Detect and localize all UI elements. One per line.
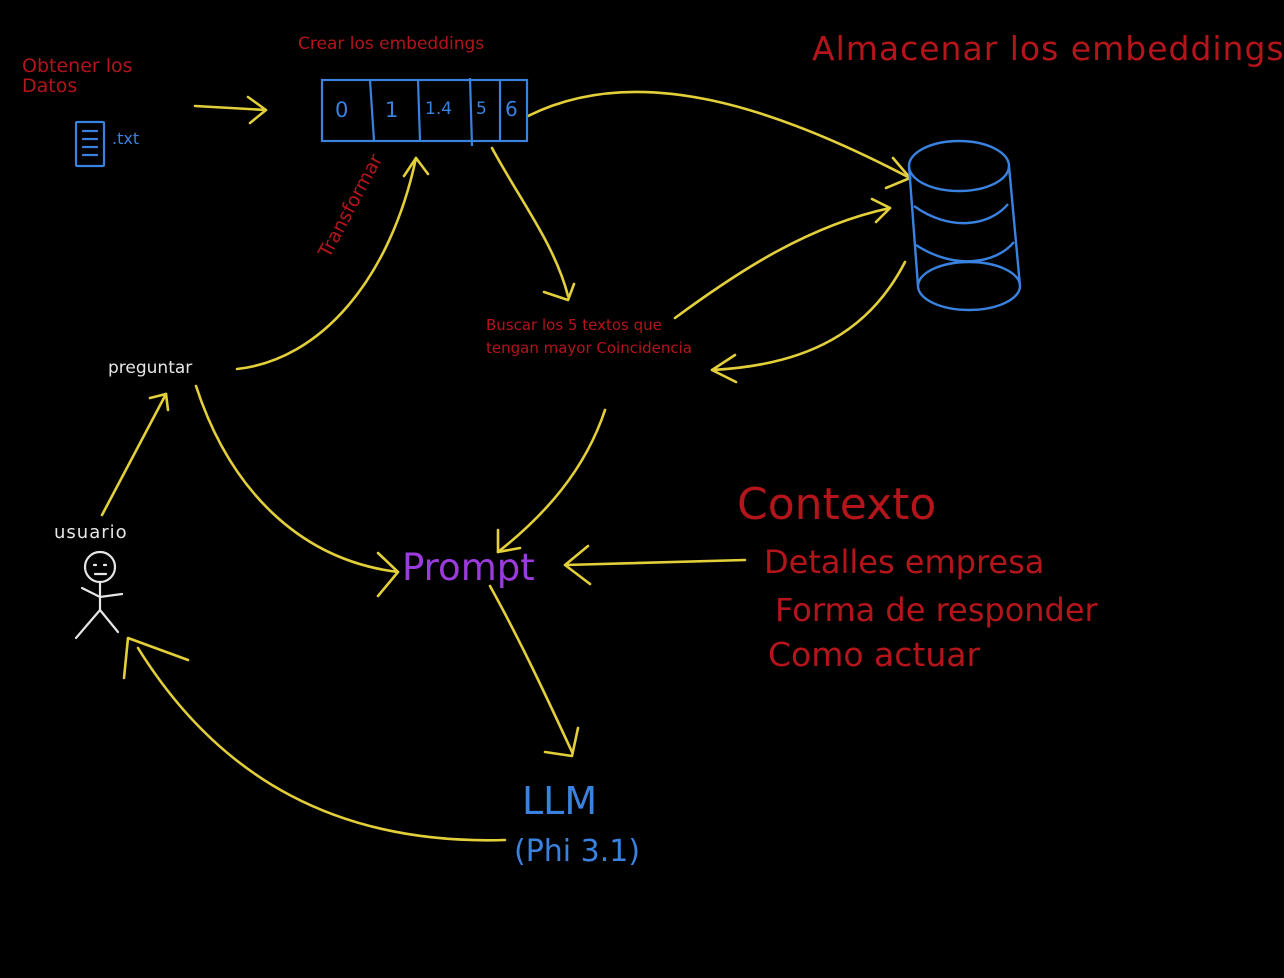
arrow-preguntar-to-prompt [194,384,400,574]
arrowhead-usuario-to-preguntar [148,392,170,412]
embedding-cell-3: 5 [476,99,487,119]
embedding-vector-box [320,77,529,147]
arrowhead-preguntar-to-embeddings [402,156,430,178]
arrowhead-datos-to-embeddings [246,95,268,125]
contexto-item-forma: Forma de responder [775,591,1098,629]
embedding-cell-4: 6 [505,97,518,121]
label-prompt: Prompt [402,546,535,589]
database-icon [907,139,1022,312]
arrow-contexto-to-prompt [563,558,747,567]
arrowhead-embeddings-to-buscar [542,282,576,302]
label-contexto: Contexto [737,479,937,530]
label-usuario: usuario [54,522,128,543]
label-crear-embeddings: Crear los embeddings [298,34,485,54]
label-llm: LLM [522,779,598,823]
arrow-embeddings-to-database [526,90,912,180]
arrow-database-to-buscar [710,260,907,372]
embedding-cell-0: 0 [335,98,349,122]
arrowhead-prompt-to-llm [543,726,580,758]
arrow-buscar-to-database [673,206,892,320]
embedding-cell-1: 1 [385,98,399,122]
arrow-preguntar-to-embeddings [235,156,418,371]
arrow-llm-to-usuario [136,646,507,842]
arrowhead-llm-to-usuario [122,636,190,680]
arrowhead-preguntar-to-prompt [376,551,400,598]
arrowhead-buscar-to-database [870,197,892,224]
label-txt-file: .txt [112,129,140,148]
arrow-datos-to-embeddings [193,104,268,112]
contexto-item-detalles: Detalles empresa [764,543,1045,581]
arrowhead-database-to-buscar [710,353,738,384]
label-llm-model: (Phi 3.1) [514,834,641,869]
stick-figure-icon [74,550,124,640]
label-almacenar-embeddings: Almacenar los embeddings [812,29,1284,68]
arrow-usuario-to-preguntar [100,392,168,517]
arrowhead-buscar-to-prompt [496,528,522,554]
arrow-buscar-to-prompt [496,408,607,554]
arrow-embeddings-to-buscar [490,146,570,298]
contexto-item-como: Como actuar [768,635,981,674]
label-preguntar: preguntar [108,358,193,378]
label-obtener-datos: Obtener los Datos [22,55,133,97]
embedding-cell-2: 1.4 [425,99,453,119]
arrowhead-contexto-to-prompt [563,544,592,586]
label-buscar-textos: Buscar los 5 textos que tengan mayor Coi… [486,316,693,357]
document-icon [74,120,106,168]
arrow-prompt-to-llm [488,584,574,754]
